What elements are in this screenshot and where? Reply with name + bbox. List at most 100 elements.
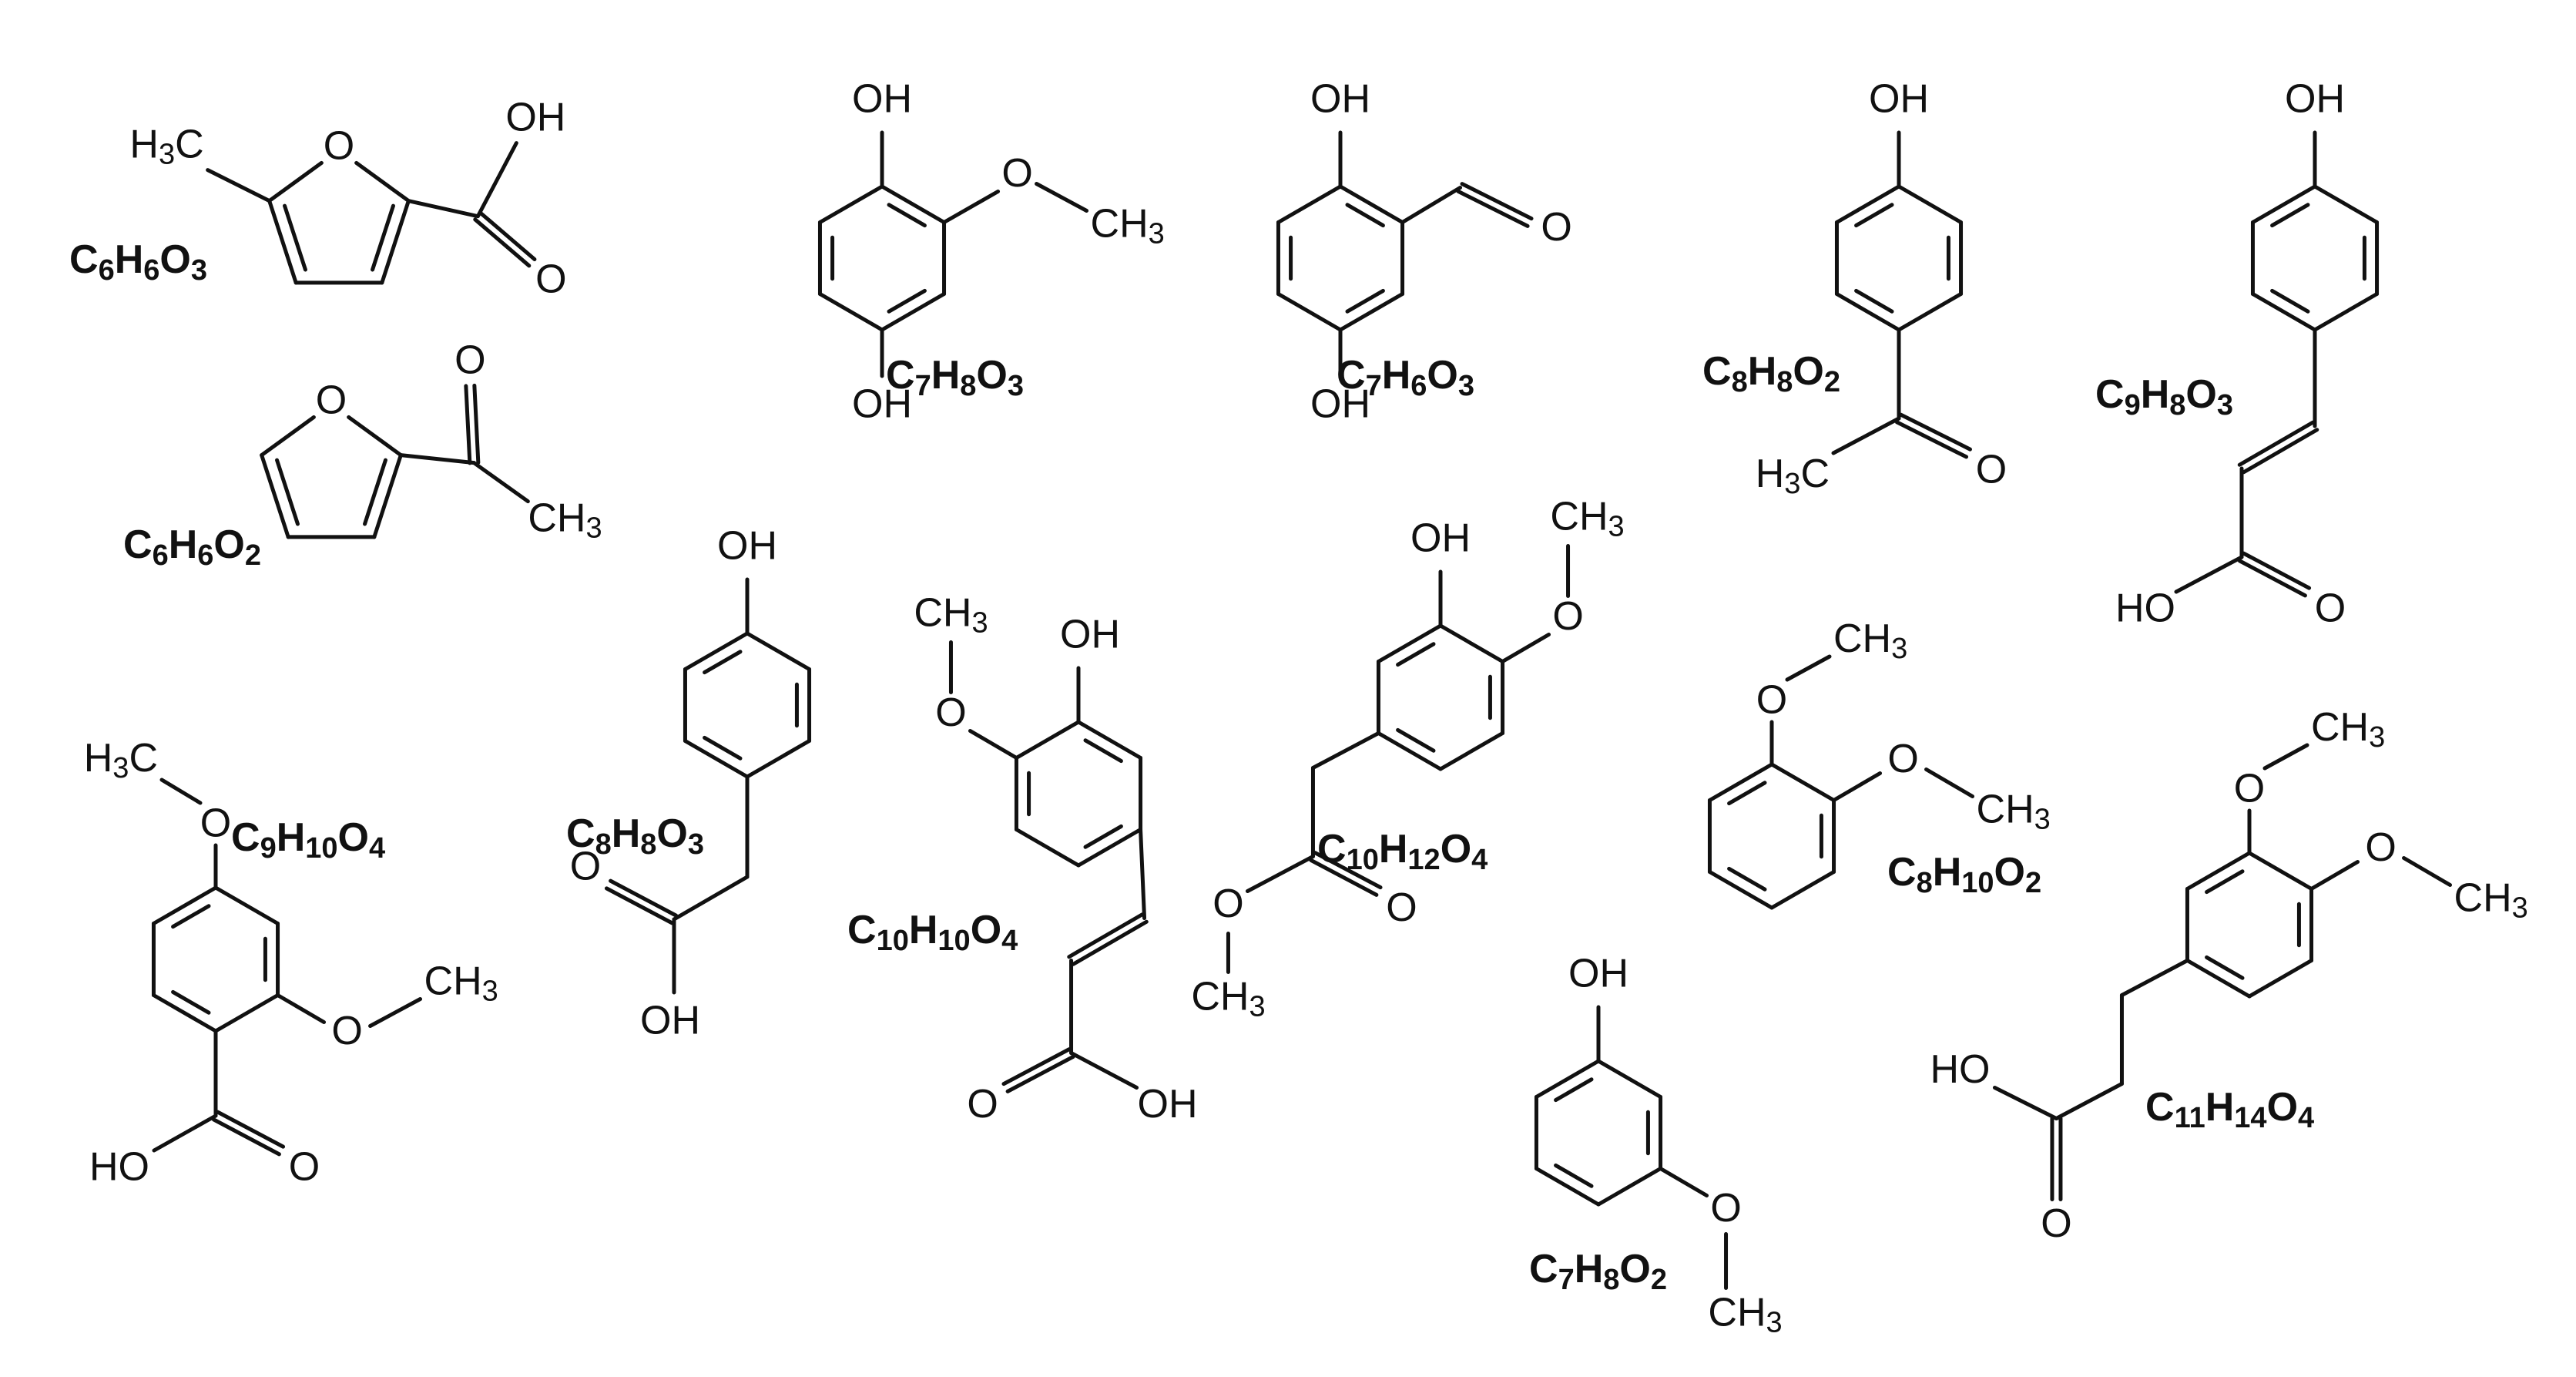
hydroxyl-label: OH — [1869, 77, 1929, 122]
oxygen-label: O — [1552, 594, 1583, 639]
bond-line — [2119, 959, 2189, 997]
double-bond-line — [473, 217, 532, 268]
formula-label: C7H8O3 — [886, 353, 1024, 402]
ring-bond — [1534, 1059, 1601, 1099]
ring-bond — [1376, 731, 1443, 771]
ring-bond — [1707, 870, 1774, 910]
bond-line — [1785, 654, 1832, 682]
bond-line — [1400, 186, 1463, 224]
oxygen-label: O — [1887, 737, 1918, 781]
methyl-label: CH3 — [424, 959, 498, 1007]
double-bond-line — [1313, 851, 1383, 890]
ring-bond — [817, 184, 884, 224]
ring-bond — [1076, 720, 1143, 760]
double-bond-line — [2237, 420, 2315, 467]
bond-line — [276, 993, 327, 1024]
oxygen-label: O — [289, 1145, 320, 1190]
oxygen-label: O — [1756, 678, 1787, 723]
ring-bond — [213, 885, 280, 925]
bond-line — [260, 415, 316, 458]
double-bond-line — [1898, 412, 1972, 452]
double-bond-line — [609, 878, 679, 918]
methyl-label: CH3 — [1091, 201, 1165, 250]
bond-line — [968, 729, 1018, 760]
ring-bond — [1897, 292, 1964, 332]
hydroxyl-label: HO — [1930, 1047, 1990, 1092]
oxygen-label: O — [2365, 825, 2396, 870]
bond-line — [471, 461, 530, 504]
bond-line — [1831, 416, 1901, 455]
formula-label: C7H6O3 — [1337, 353, 1474, 402]
double-bond-line — [1071, 919, 1149, 966]
formula-label: C9H8O3 — [2095, 372, 2233, 421]
bond-line — [475, 141, 518, 219]
double-bond-line — [1460, 182, 1534, 221]
methyl-label: H3C — [1756, 452, 1830, 500]
hydroxyl-label: OH — [505, 95, 565, 139]
hydroxyl-label: OH — [1410, 516, 1471, 561]
methyl-label: CH3 — [914, 590, 988, 639]
ring-bond — [2185, 851, 2252, 891]
bond-line — [372, 453, 403, 539]
double-bond-line — [464, 384, 472, 465]
bond-line — [267, 199, 298, 285]
bond-line — [159, 778, 203, 805]
ring-inner-bond — [1554, 1163, 1594, 1188]
ring-inner-bond — [1727, 781, 1767, 806]
ring-bond — [2247, 959, 2314, 999]
ring-bond — [1534, 1167, 1601, 1207]
bond-line — [347, 415, 403, 458]
ring-bond — [2313, 184, 2380, 224]
ring-inner-bond — [887, 203, 927, 228]
ring-bond — [683, 631, 750, 671]
hydroxyl-label: OH — [640, 999, 700, 1043]
methyl-label: CH3 — [2454, 875, 2528, 924]
bond-line — [2402, 856, 2453, 887]
bond-line — [283, 203, 307, 272]
bond-line — [2309, 860, 2360, 891]
ring-bond — [213, 993, 280, 1033]
bond-line — [380, 199, 411, 285]
ring-bond — [880, 292, 947, 332]
ring-bond — [745, 631, 812, 671]
ring-bond — [1338, 184, 1405, 224]
ring-inner-bond — [1854, 288, 1894, 314]
bond-line — [1659, 1167, 1709, 1197]
double-bond-line — [1895, 420, 1969, 459]
ring-bond — [1076, 828, 1143, 868]
formula-label: C11H14O4 — [2145, 1085, 2314, 1134]
hydroxyl-label: OH — [1310, 77, 1370, 122]
ring-bond — [745, 739, 812, 779]
oxygen-label: O — [324, 124, 354, 169]
bond-line — [1501, 633, 1551, 663]
double-bond-line — [1456, 189, 1530, 228]
oxygen-label: O — [570, 845, 601, 889]
double-bond-line — [211, 1117, 281, 1157]
ring-inner-bond — [2205, 869, 2245, 895]
ring-inner-bond — [1083, 738, 1123, 764]
bond-line — [1310, 731, 1380, 770]
bond-line — [1992, 1086, 2058, 1120]
ring-inner-bond — [1345, 203, 1385, 228]
double-bond-line — [216, 1110, 286, 1149]
bond-line — [406, 199, 480, 219]
ring-inner-bond — [887, 288, 927, 314]
ring-bond — [683, 739, 750, 779]
double-bond-line — [604, 886, 674, 925]
bond-line — [2174, 555, 2244, 594]
ring-inner-bond — [1396, 642, 1436, 667]
double-bond-line — [1309, 858, 1379, 897]
bond-line — [363, 458, 387, 526]
oxygen-label: O — [1976, 448, 2007, 492]
hydroxyl-label: HO — [2115, 586, 2175, 631]
ring-bond — [1596, 1059, 1663, 1099]
bond-line — [1139, 828, 1147, 920]
ring-inner-bond — [1083, 824, 1123, 849]
double-bond-line — [2237, 559, 2307, 598]
ring-bond — [1769, 870, 1836, 910]
